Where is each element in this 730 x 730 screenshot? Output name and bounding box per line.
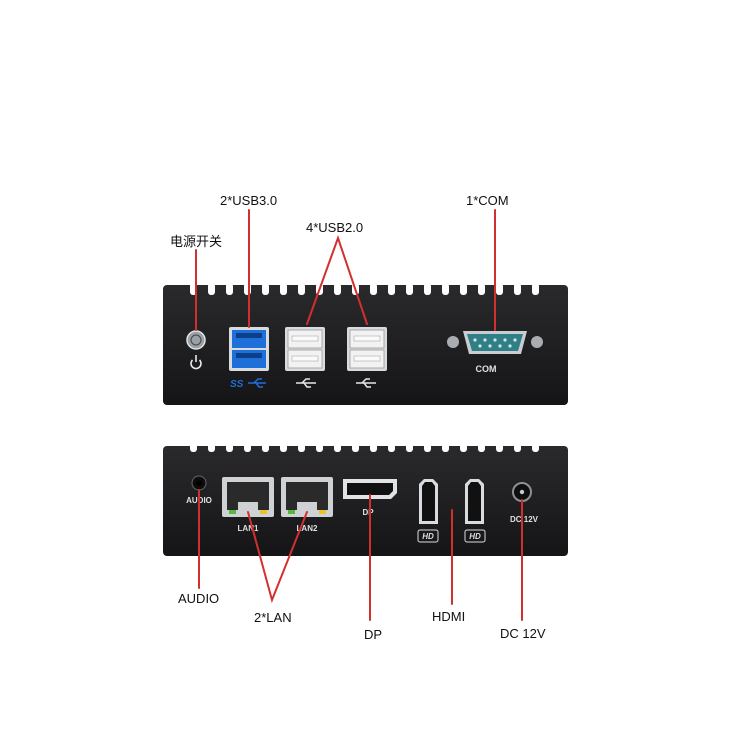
hd-logo-2: HD: [464, 529, 486, 543]
callout-lan-label: 2*LAN: [254, 610, 292, 625]
device-label-com: COM: [476, 364, 497, 374]
hd-logo-1: HD: [417, 529, 439, 543]
rear-heatsink-fins: [190, 438, 539, 452]
callout-dc-label: DC 12V: [500, 626, 546, 641]
power-icon: [190, 355, 202, 370]
usb2-port-stack-2[interactable]: [347, 327, 387, 371]
callout-line-lan: [247, 511, 308, 604]
audio-jack[interactable]: [191, 475, 207, 491]
callout-dp-label: DP: [364, 627, 383, 642]
lan2-port[interactable]: [281, 477, 333, 517]
callout-com-label: 1*COM: [466, 193, 509, 208]
callout-hdmi-label: HDMI: [432, 609, 466, 624]
usb2-icon-1: [296, 378, 316, 388]
usb3-port-stack[interactable]: [229, 327, 269, 371]
device-label-dp: DP: [362, 508, 374, 517]
lan1-port[interactable]: [222, 477, 274, 517]
callout-power-label: 电源开关: [170, 234, 223, 249]
svg-text:HD: HD: [469, 532, 481, 541]
device-label-lan2: LAN2: [297, 524, 318, 533]
ss-usb-logo: SS: [230, 379, 244, 390]
hdmi-port-2[interactable]: [465, 479, 484, 524]
power-button[interactable]: [186, 330, 206, 350]
callout-line-usb20: [306, 234, 368, 325]
com-port[interactable]: [447, 331, 543, 354]
usb2-icon-2: [356, 378, 376, 388]
device-label-dc: DC 12V: [510, 515, 539, 524]
hdmi-port-1[interactable]: [419, 479, 438, 524]
usb2-port-stack-1[interactable]: [285, 327, 325, 371]
rear-panel: AUDIO LAN1 LAN2 DP: [163, 438, 568, 556]
displayport-port[interactable]: [343, 479, 397, 499]
callout-audio-label: AUDIO: [178, 591, 220, 606]
front-panel: SS: [163, 283, 568, 405]
usb3-trident-icon: [248, 378, 266, 388]
device-label-lan1: LAN1: [238, 524, 259, 533]
callout-lines: [195, 209, 523, 621]
dc-power-jack[interactable]: [512, 482, 532, 502]
callout-usb20-label: 4*USB2.0: [306, 220, 364, 235]
callout-usb30-label: 2*USB3.0: [220, 193, 278, 208]
svg-text:HD: HD: [422, 532, 434, 541]
